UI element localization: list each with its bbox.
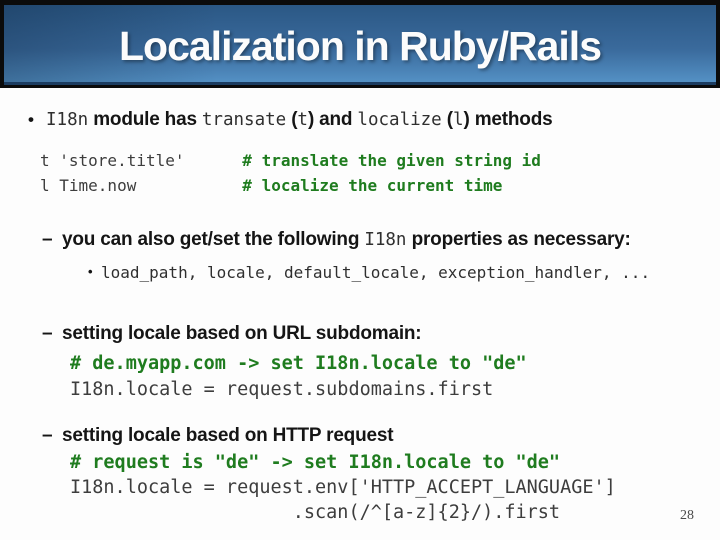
- code-block-subdomain: # de.myapp.com -> set I18n.locale to "de…: [70, 350, 710, 402]
- text-segment: t 'store.title': [40, 151, 243, 170]
- text-segment: # request is "de" -> set I18n.locale to …: [70, 452, 561, 473]
- text-segment: # de.myapp.com -> set I18n.locale to "de…: [70, 353, 527, 374]
- text-segment: # localize the current time: [242, 176, 503, 195]
- text-segment: # translate the given string id: [242, 151, 541, 170]
- sub-bullet-property-list: • load_path, locale, default_locale, exce…: [88, 261, 710, 285]
- sub-bullet-property-list-text: load_path, locale, default_locale, excep…: [101, 263, 651, 282]
- text-segment: I18n.locale = request.subdomains.first: [70, 379, 494, 400]
- dash-bullet-http-request-text: setting locale based on HTTP request: [62, 425, 394, 446]
- dash-icon: –: [42, 425, 53, 446]
- text-segment: .scan(/^[a-z]{2}/).first: [70, 502, 561, 523]
- text-segment: load_path, locale, default_locale, excep…: [101, 263, 651, 282]
- code-block-http-request: # request is "de" -> set I18n.locale to …: [70, 450, 710, 525]
- text-segment: I18n.locale = request.env['HTTP_ACCEPT_L…: [70, 477, 616, 498]
- dash-icon: –: [42, 229, 53, 250]
- text-segment: (: [286, 109, 298, 130]
- code-line: # request is "de" -> set I18n.locale to …: [70, 450, 710, 475]
- bullet-i18n-methods-text: I18n module has transate (t) and localiz…: [46, 109, 553, 130]
- text-segment: (: [441, 109, 453, 130]
- slide-body: •I18n module has transate (t) and locali…: [0, 107, 720, 525]
- text-segment: ) methods: [463, 109, 553, 130]
- bullet-dot-icon: •: [28, 110, 34, 129]
- dash-bullet-properties: –you can also get/set the following I18n…: [42, 227, 710, 254]
- slide-title: Localization in Ruby/Rails: [118, 22, 602, 69]
- code-line: I18n.locale = request.subdomains.first: [70, 376, 710, 402]
- slide-header: Localization in Ruby/Rails: [0, 0, 720, 88]
- code-block-translate-localize: t 'store.title' # translate the given st…: [40, 149, 710, 199]
- dash-bullet-http-request: –setting locale based on HTTP request: [42, 423, 710, 450]
- page-number: 28: [680, 508, 694, 523]
- code-line: .scan(/^[a-z]{2}/).first: [70, 500, 710, 525]
- text-segment: l: [452, 110, 464, 130]
- dash-bullet-url-subdomain: –setting locale based on URL subdomain:: [42, 321, 710, 348]
- code-line: l Time.now # localize the current time: [40, 174, 710, 199]
- dash-icon: –: [42, 323, 53, 344]
- bullet-i18n-methods: •I18n module has transate (t) and locali…: [28, 107, 710, 134]
- text-segment: setting locale based on HTTP request: [62, 425, 394, 446]
- dash-bullet-properties-text: you can also get/set the following I18n …: [62, 229, 631, 250]
- text-segment: I18n: [364, 230, 407, 250]
- text-segment: transate: [201, 110, 287, 130]
- text-segment: t: [297, 110, 308, 130]
- text-segment: you can also get/set the following: [62, 229, 365, 250]
- dash-bullet-url-subdomain-text: setting locale based on URL subdomain:: [62, 323, 422, 344]
- text-segment: I18n: [46, 110, 89, 130]
- text-segment: l Time.now: [40, 176, 243, 195]
- bullet-dot-icon: •: [88, 264, 93, 279]
- code-line: # de.myapp.com -> set I18n.locale to "de…: [70, 350, 710, 376]
- text-segment: setting locale based on URL subdomain:: [62, 323, 422, 344]
- text-segment: ) and: [307, 109, 358, 130]
- text-segment: localize: [357, 110, 442, 130]
- code-line: t 'store.title' # translate the given st…: [40, 149, 710, 174]
- code-line: I18n.locale = request.env['HTTP_ACCEPT_L…: [70, 475, 710, 500]
- text-segment: module has: [88, 109, 202, 130]
- text-segment: properties as necessary:: [406, 229, 631, 250]
